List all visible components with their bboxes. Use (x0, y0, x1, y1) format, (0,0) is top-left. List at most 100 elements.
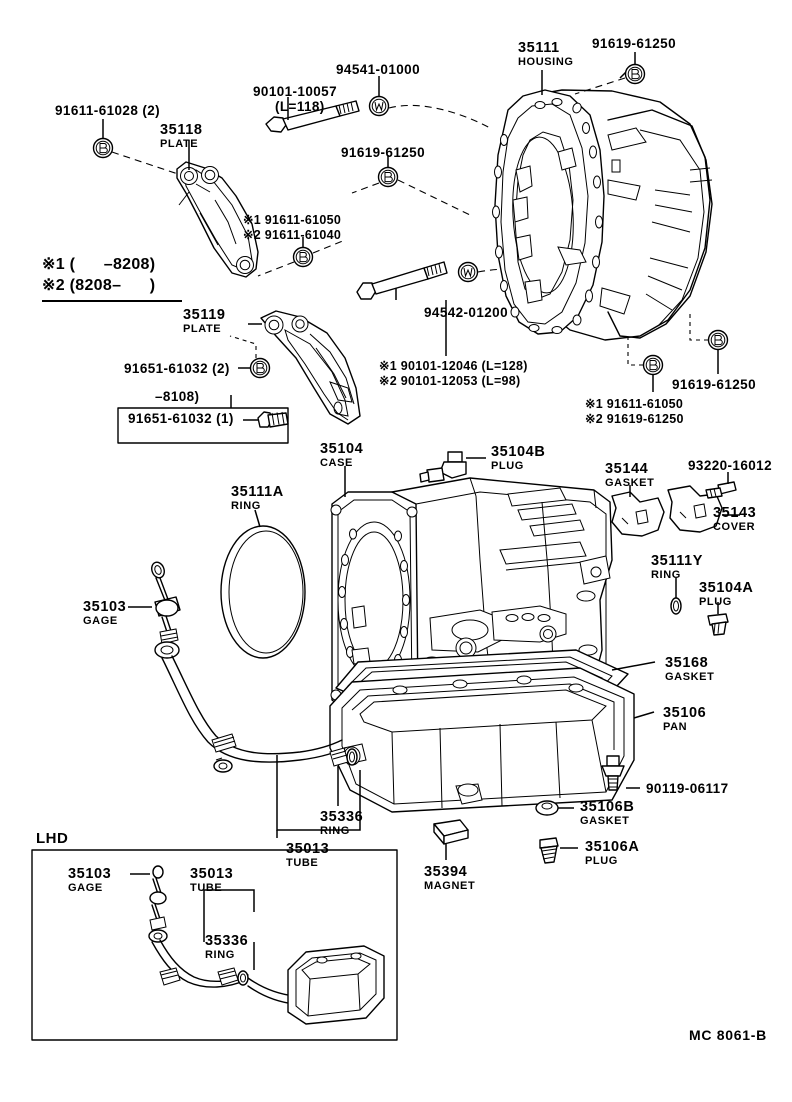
label-35394-desc: MAGNET (424, 880, 476, 892)
label-35143-desc: COVER (713, 521, 756, 533)
label-35168: 35168 GASKET (665, 655, 714, 683)
label-35104A-desc: PLUG (699, 596, 732, 608)
legend-line-2: ※2 (8208– ) (42, 277, 156, 294)
label-35119-number: 35119 (183, 307, 226, 323)
label-35106A-desc: PLUG (585, 855, 618, 867)
label-35111A: 35111A RING (231, 484, 284, 512)
label-35103-number: 35103 (83, 599, 127, 615)
bolt-marker-91611-61050 (292, 237, 314, 268)
label-35111-number: 35111 (518, 40, 560, 56)
part-35106A-plug (539, 837, 559, 864)
label-91611-61050-91619-61250: ※1 91611-61050 ※2 91619-61250 (585, 396, 684, 426)
label-35168-number: 35168 (665, 655, 709, 671)
bolt-marker-91611-61028 (92, 119, 114, 159)
part-35104B-plug (419, 451, 467, 483)
label-35111-desc: HOUSING (518, 56, 574, 68)
label-91611-61028: 91611-61028 (2) (55, 103, 161, 118)
label-35103-desc: GAGE (83, 615, 118, 627)
bolt-marker-91611-61050-lower (642, 354, 664, 392)
label-35106B-number: 35106B (580, 799, 635, 815)
label-35143: 35143 COVER (713, 505, 756, 533)
part-35118-plate (176, 161, 259, 278)
part-35111A-ring (220, 525, 306, 659)
label-35104: 35104 CASE (320, 441, 363, 469)
label-35106A-number: 35106A (585, 839, 640, 855)
label-35106B-desc: GASKET (580, 815, 630, 827)
label-90101-10057-number: 90101-10057 (253, 84, 337, 99)
inset-label-35103-desc: GAGE (68, 882, 103, 894)
part-35106-pan (329, 667, 635, 813)
inset-label-35013-desc: TUBE (190, 882, 223, 894)
label-93220-16012: 93220-16012 (688, 458, 772, 473)
inset-label-35103: 35103 GAGE (68, 866, 111, 894)
label-35106A: 35106A PLUG (585, 839, 639, 867)
label-35104B: 35104B PLUG (491, 444, 545, 472)
label-35111: 35111 HOUSING (518, 40, 574, 68)
part-35106B-gasket (535, 800, 559, 816)
label-91651-61032-2: 91651-61032 (2) (124, 361, 230, 376)
label-35104-number: 35104 (320, 441, 364, 457)
label-91619-61250-left: 91619-61250 (341, 145, 425, 160)
part-91651-61032-1-bolt (243, 411, 289, 428)
inset-gage-assembly (148, 865, 295, 1005)
part-90101-10057-bolt (265, 100, 360, 133)
label-35394-number: 35394 (424, 864, 468, 880)
part-35394-magnet (433, 819, 469, 845)
inset-label-35336-desc: RING (205, 949, 235, 961)
label-91611-61050: ※1 91611-61050 (243, 213, 342, 227)
bolt-marker-91619-61250-top (624, 52, 646, 85)
legend-underline (42, 300, 182, 302)
label-35104A: 35104A PLUG (699, 580, 753, 608)
label-35111Y: 35111Y RING (651, 553, 703, 581)
label-94542-01200: 94542-01200 (424, 305, 508, 320)
label-90101-10057: 90101-10057 (L=118) (253, 84, 337, 114)
washer-marker-94541-01000 (368, 76, 390, 117)
label-35106B: 35106B GASKET (580, 799, 634, 827)
label-35118-number: 35118 (160, 122, 203, 138)
inset-label-35013: 35013 TUBE (190, 866, 233, 894)
label-91619-61250-b: ※2 91619-61250 (585, 412, 684, 426)
label-35106-desc: PAN (663, 721, 688, 733)
label-35013: 35013 TUBE (286, 841, 329, 869)
bolt-marker-91619-61250-right (707, 329, 729, 374)
label-35013-desc: TUBE (286, 857, 319, 869)
part-35104A-plug (707, 613, 729, 636)
label-35119-desc: PLATE (183, 323, 222, 335)
label-35119: 35119 PLATE (183, 307, 226, 335)
label-90101-10057-length: (L=118) (275, 99, 325, 114)
washer-marker-94542-01200 (457, 261, 479, 283)
label-35104-desc: CASE (320, 457, 353, 469)
label-90119-06117: 90119-06117 (646, 781, 729, 796)
label-35013-number: 35013 (286, 841, 330, 857)
label-91651-61032-1: 91651-61032 (1) (128, 411, 234, 426)
label-35143-number: 35143 (713, 505, 757, 521)
label-35111Y-number: 35111Y (651, 553, 703, 569)
part-35336-ring (346, 748, 358, 766)
label-35106: 35106 PAN (663, 705, 706, 733)
label-91611-61050-61040: ※1 91611-61050 ※2 91611-61040 (243, 212, 341, 242)
part-35111-housing (492, 89, 713, 341)
label-35336-number: 35336 (320, 809, 364, 825)
label-35111A-number: 35111A (231, 484, 284, 500)
part-35144-gasket (611, 491, 665, 537)
inset-title-lhd: LHD (36, 830, 69, 847)
label-91611-61050-b: ※1 91611-61050 (585, 397, 684, 411)
label-35104A-number: 35104A (699, 580, 754, 596)
label-94541-01000: 94541-01000 (336, 62, 420, 77)
label-90101-12053: ※2 90101-12053 (L=98) (379, 374, 521, 388)
inset-label-35013-number: 35013 (190, 866, 234, 882)
part-35103-gage (151, 561, 181, 659)
label-35104B-number: 35104B (491, 444, 546, 460)
inset-label-35336: 35336 RING (205, 933, 248, 961)
label-35106-number: 35106 (663, 705, 707, 721)
label-35144-number: 35144 (605, 461, 649, 477)
label-35104B-desc: PLUG (491, 460, 524, 472)
label-35336: 35336 RING (320, 809, 363, 837)
label-90101-12046: ※1 90101-12046 (L=128) (379, 359, 528, 373)
inset-label-35103-number: 35103 (68, 866, 112, 882)
label-35103: 35103 GAGE (83, 599, 126, 627)
label-date-range-8108: –8108) (155, 389, 200, 404)
part-93220-16012-screw (705, 481, 737, 499)
